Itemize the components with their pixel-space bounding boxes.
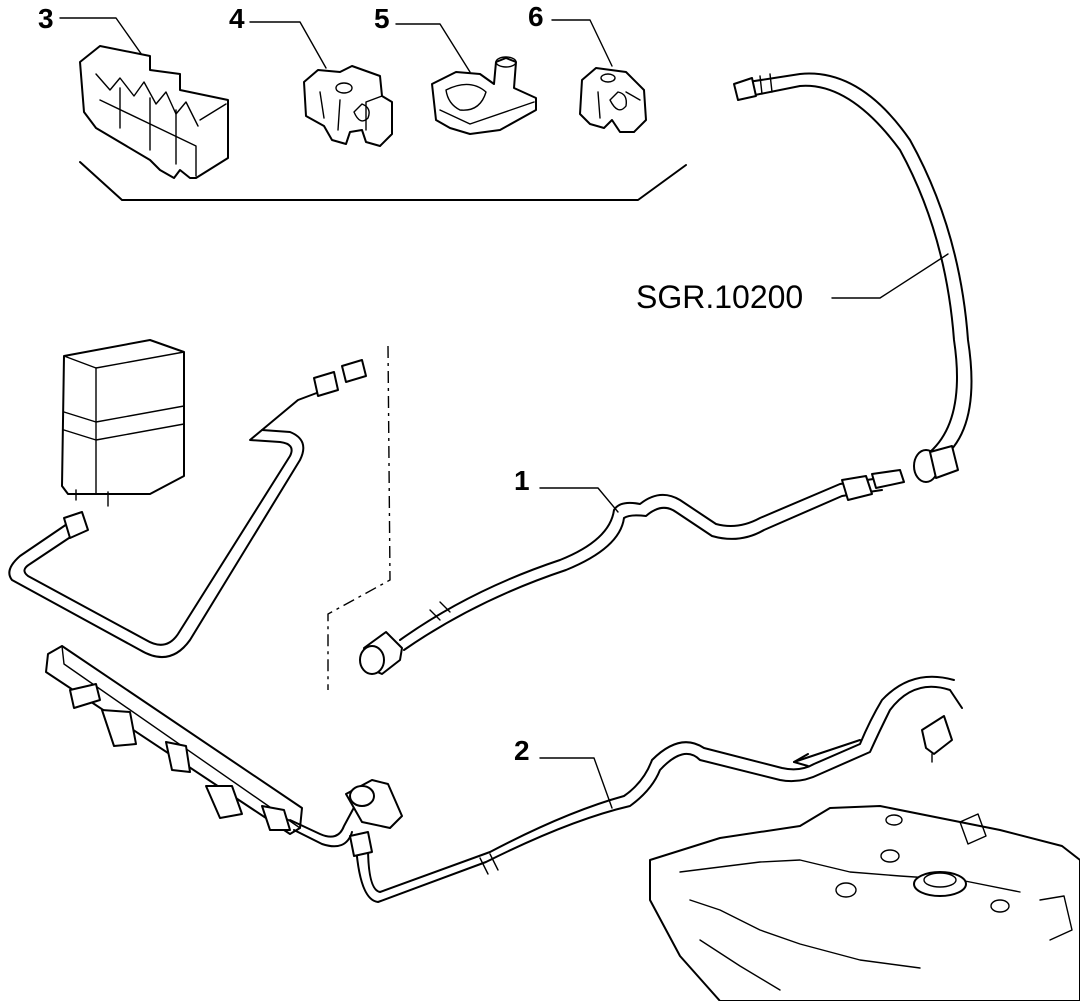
pipe-2-end-fitting-icon (921, 715, 953, 755)
supply-hose (733, 72, 973, 483)
pipe-2-start-fitting-icon (349, 831, 373, 857)
pipe-clip-6-icon (579, 67, 647, 133)
leader-5 (395, 23, 471, 73)
callout-1: 1 (514, 465, 530, 496)
callout-5: 5 (374, 3, 390, 34)
filler-neck-icon (913, 871, 967, 897)
clip-group: 3 4 5 6 (38, 1, 687, 201)
leader-2 (539, 757, 613, 809)
fuel-rail-icon (45, 645, 303, 835)
callout-6: 6 (528, 1, 544, 32)
leader-4 (249, 21, 327, 69)
pipe-clip-5-icon (431, 56, 537, 135)
callout-2: 2 (514, 735, 530, 766)
group-bracket (79, 161, 687, 201)
reference-label: SGR.10200 (636, 279, 803, 315)
leader-1 (539, 487, 619, 513)
callout-4: 4 (229, 3, 245, 34)
hose-end-fitting-icon (733, 77, 757, 101)
vent-elbow-icon (63, 511, 89, 539)
pressure-regulator-icon (289, 779, 403, 848)
pipe-clip-3-icon (79, 45, 229, 179)
evap-canister-icon (61, 339, 185, 507)
vent-line (8, 359, 367, 659)
fuel-tank-icon (649, 805, 1080, 1002)
leader-3 (59, 17, 143, 56)
pipe-clip-4-icon (303, 65, 393, 147)
leader-ref (831, 253, 949, 299)
quick-connector-icon (359, 631, 403, 675)
callout-3: 3 (38, 3, 54, 34)
section-boundary (327, 345, 391, 690)
pipe-1-end-fitting-icon (841, 475, 873, 501)
fuel-pipe-2 (349, 675, 963, 903)
flow-arrow-icon (793, 739, 861, 763)
leader-6 (551, 19, 613, 67)
fuel-pipe-1 (359, 469, 905, 675)
